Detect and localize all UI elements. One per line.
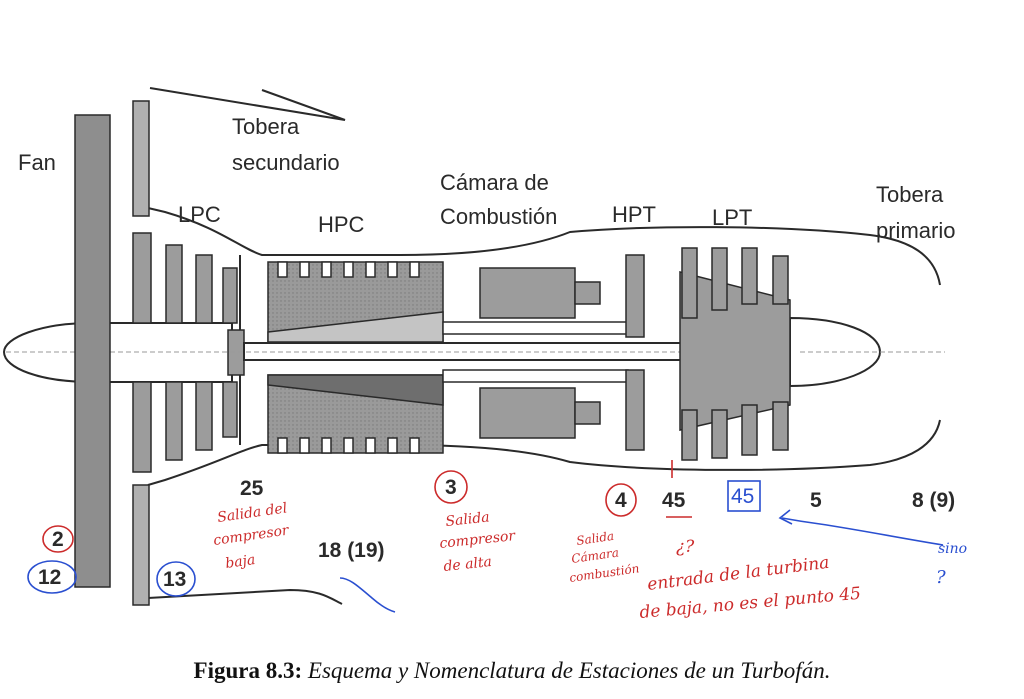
arrow-sino (781, 517, 944, 546)
circle-station-13 (156, 561, 196, 597)
box-station-45 (727, 480, 761, 512)
spinner-shaft (2, 316, 945, 388)
fan (74, 100, 150, 606)
component-labels: Fan Tobera secundario LPC HPC Cámara de … (18, 114, 955, 243)
station-5: 5 (810, 489, 822, 512)
label-fan: Fan (18, 150, 56, 175)
label-tobera-primario-2: primario (876, 218, 955, 243)
station-3: 3 (445, 476, 457, 499)
station-18-19: 18 (19) (318, 539, 385, 562)
label-hpt: HPT (612, 202, 656, 227)
station-45: 45 (662, 489, 686, 512)
label-lpt: LPT (712, 205, 752, 230)
caption-figure-number: Figura 8.3: (193, 658, 303, 683)
station-45-boxed: 45 (731, 485, 754, 508)
station-8-9: 8 (9) (912, 489, 955, 512)
note-salida-hpc-3: de alta (443, 554, 493, 575)
arrow-head-sino (778, 509, 793, 525)
station-numbers: 2 12 13 25 18 (19) 3 4 45 45 5 8 (9) (38, 476, 955, 591)
circle-station-12 (27, 560, 77, 594)
circle-station-4 (605, 483, 637, 517)
turbofan-diagram: Fan Tobera secundario LPC HPC Cámara de … (2, 87, 967, 623)
pointer-line-18 (339, 577, 396, 613)
note-salida-lpc-2: compresor (212, 522, 291, 549)
figure-caption: Figura 8.3: Esquema y Nomenclatura de Es… (0, 658, 1024, 684)
note-salida-cc-2: Cámara (570, 545, 619, 566)
hpt (625, 254, 645, 451)
station-13: 13 (163, 568, 186, 591)
note-salida-lpc-1: Salida del (216, 500, 288, 526)
label-camara-1: Cámara de (440, 170, 549, 195)
hpc (267, 261, 444, 454)
note-sino: sino (938, 541, 967, 557)
station-12: 12 (38, 566, 61, 589)
label-tobera-primario-1: Tobera (876, 182, 944, 207)
circle-station-3 (434, 470, 468, 504)
label-hpc: HPC (318, 212, 365, 237)
station-4: 4 (615, 489, 627, 512)
combustor (442, 267, 629, 439)
note-question: ¿? (676, 537, 695, 557)
note-salida-hpc-2: compresor (439, 528, 517, 552)
note-salida-cc-1: Salida (575, 529, 614, 548)
hand-marks (27, 460, 944, 613)
label-tobera-secundario-2: secundario (232, 150, 340, 175)
label-lpc: LPC (178, 202, 221, 227)
lpc-stages (132, 232, 238, 473)
station-2: 2 (52, 528, 64, 551)
note-sino-mark: ? (936, 567, 946, 588)
circle-station-2 (42, 525, 74, 553)
lpt (679, 247, 791, 461)
label-tobera-secundario-1: Tobera (232, 114, 300, 139)
station-25: 25 (240, 477, 264, 500)
note-salida-hpc-1: Salida (445, 509, 491, 530)
note-salida-lpc-3: baja (224, 552, 256, 572)
label-camara-2: Combustión (440, 204, 557, 229)
caption-text: Esquema y Nomenclatura de Estaciones de … (307, 658, 831, 683)
